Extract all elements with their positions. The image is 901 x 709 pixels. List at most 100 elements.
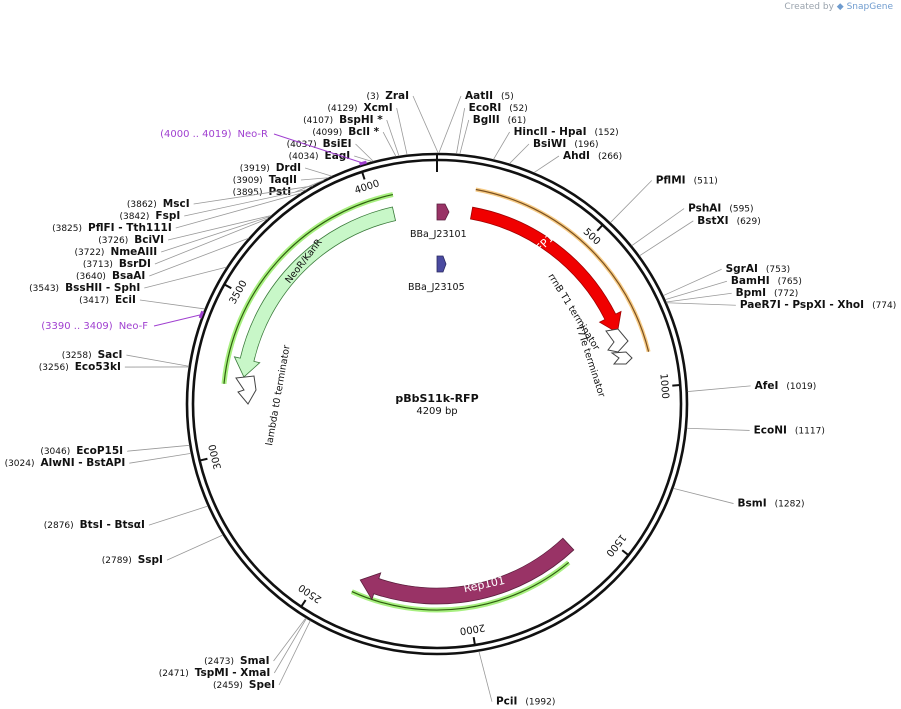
site-label: (4099)BclI *: [312, 126, 379, 138]
site-enzyme-name: AlwNI - BstAPI: [41, 457, 126, 469]
site-position: (3): [366, 92, 379, 102]
site-label: BglII (61): [473, 114, 526, 126]
site-enzyme-name: BciVI: [134, 234, 164, 246]
site-position: (2789): [102, 556, 132, 566]
primer-label: (3390 .. 3409)Neo-F: [41, 321, 148, 332]
site-position: (4099): [312, 128, 342, 138]
site-callout-line: [144, 266, 227, 289]
BBa_J23101-promoter-icon: [436, 203, 450, 221]
site-callout-line: [129, 453, 191, 464]
site-position: (3046): [40, 447, 70, 457]
site-callout-line: [687, 385, 751, 392]
site-label: BamHI(765): [731, 275, 802, 287]
site-position: (3842): [119, 212, 149, 222]
site-position: (2473): [204, 657, 234, 667]
mRFP1-feature: mRFP1: [470, 187, 651, 353]
site-label: (3024) AlwNI - BstAPI: [5, 457, 126, 469]
site-callout-line: [167, 215, 272, 241]
site-enzyme-name: XcmI: [363, 102, 392, 114]
site-label: (3) ZraI: [366, 90, 409, 102]
site-callout-line: [665, 280, 728, 301]
scale-tick: [621, 549, 630, 556]
site-position: (3919): [240, 164, 270, 174]
site-label: (3256)Eco53kI: [39, 361, 121, 373]
site-enzyme-name: SgrAI: [726, 263, 758, 275]
site-callout-line: [386, 119, 400, 157]
site-enzyme-name: EcoP15I: [76, 445, 123, 457]
site-callout-line: [193, 185, 313, 205]
site-label: (2473)SmaI: [204, 655, 269, 667]
site-enzyme-name: TaqII: [269, 174, 297, 186]
site-enzyme-name: FspI: [155, 210, 180, 222]
site-callout-line: [478, 651, 493, 702]
site-label: (3640) BsaAI: [76, 270, 145, 282]
scale-tick: [472, 636, 476, 646]
site-enzyme-name: PshAI: [688, 203, 721, 215]
site-enzyme-name: PflFI - Tth111I: [88, 222, 172, 234]
scale-tick-label: 2500: [297, 581, 324, 604]
site-enzyme-name: SspI: [138, 554, 163, 566]
site-label: (2876)BtsI - BtsαI: [44, 519, 145, 531]
site-enzyme-name: EcoRI: [469, 102, 502, 114]
site-label: (3919)DrdI: [240, 162, 301, 174]
BBa_J23105-label: BBa_J23105: [408, 282, 465, 293]
site-position: (4037): [287, 140, 317, 150]
site-position: (3825): [52, 224, 82, 234]
site-callout-line: [610, 180, 653, 223]
site-position: (52): [509, 104, 527, 114]
site-label: PaeR7I - PspXI - XhoI(774): [740, 299, 896, 311]
site-position: (772): [774, 289, 798, 299]
site-callout-line: [161, 216, 271, 253]
site-position: (3543): [29, 284, 59, 294]
site-enzyme-name: BsrDI: [119, 258, 151, 270]
site-label: (3543) BssHII - SphI: [29, 282, 140, 294]
mRFP1-arrow: [470, 206, 622, 334]
site-enzyme-name: BsmI: [738, 498, 767, 510]
site-position: (511): [694, 177, 718, 187]
site-label: (3726)BciVI: [98, 234, 164, 246]
site-enzyme-name: ZraI: [385, 90, 409, 102]
site-enzyme-name: BsaAI: [112, 270, 145, 282]
site-position: (61): [508, 116, 526, 126]
site-label: BpmI(772): [736, 287, 799, 299]
scale-tick: [199, 457, 208, 462]
NeoR-arrow: [233, 206, 397, 378]
scale-tick: [672, 383, 681, 387]
site-position: (2876): [44, 521, 74, 531]
site-callout-line: [396, 107, 408, 155]
plasmid-name: pBbS11k-RFP: [395, 392, 478, 405]
scale-tick-label: 4000: [353, 178, 381, 196]
snapgene-brand-text: SnapGene: [846, 2, 893, 12]
scale-tick: [300, 599, 307, 608]
site-callout-line: [509, 143, 530, 164]
site-position: (2471): [159, 669, 189, 679]
site-position: (5): [501, 92, 514, 102]
site-label: (3825) PflFI - Tth111I: [52, 222, 172, 234]
plasmid-length: 4209 bp: [416, 406, 457, 417]
primer-mark: [198, 310, 205, 319]
site-position: (1117): [795, 426, 825, 436]
site-enzyme-name: BamHI: [731, 275, 770, 287]
site-label: PciI(1992): [496, 696, 555, 708]
site-label: PshAI(595): [688, 203, 753, 215]
NeoR-label: NeoR/KanR: [283, 237, 325, 286]
site-enzyme-name: PciI: [496, 696, 517, 708]
site-position: (3024): [5, 459, 35, 469]
site-position: (266): [598, 152, 622, 162]
site-callout-line: [459, 119, 470, 155]
site-callout-line: [673, 488, 734, 504]
site-enzyme-name: BglII: [473, 114, 500, 126]
site-label: BsiWI(196): [533, 138, 599, 150]
site-position: (3640): [76, 272, 106, 282]
scale-tick: [596, 224, 604, 232]
site-enzyme-name: BssHII - SphI: [65, 282, 140, 294]
site-callout-line: [354, 155, 373, 162]
site-callout-line: [166, 534, 224, 561]
site-label: PflMI (511): [656, 175, 718, 187]
site-callout-line: [663, 268, 722, 296]
site-enzyme-name: PflMI: [656, 175, 686, 187]
site-callout-line: [278, 620, 311, 686]
backbone: [185, 152, 689, 656]
site-position: (4107): [303, 116, 333, 126]
site-callout-line: [412, 95, 439, 154]
